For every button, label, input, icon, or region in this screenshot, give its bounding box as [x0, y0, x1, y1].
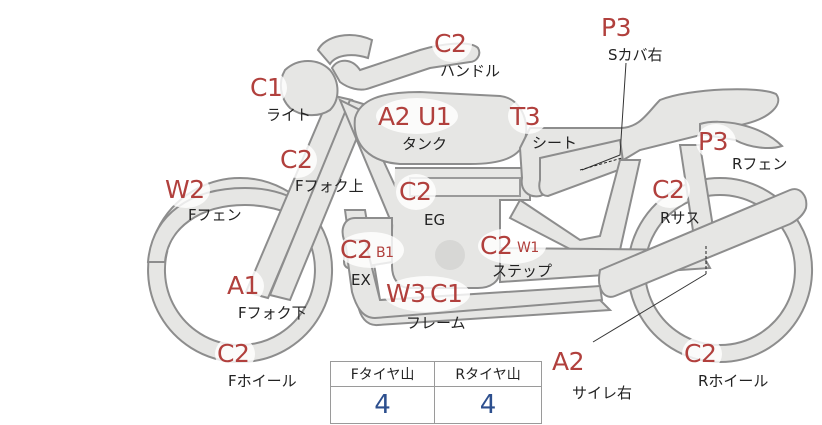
handle-label: ハンドル: [440, 62, 501, 80]
rear-wheel-code: C2: [684, 339, 717, 368]
code-bg: [384, 276, 470, 312]
rear-wheel-label: Rホイール: [698, 372, 769, 390]
exhaust-code-small: B1: [376, 245, 394, 261]
exhaust-code: C2: [340, 235, 373, 264]
leader-side-cover: [581, 62, 627, 171]
code-bg: [376, 98, 458, 134]
code-bg: [478, 228, 546, 264]
rear-tread-header: Rタイヤ山: [434, 361, 542, 387]
code-bg: [682, 336, 722, 372]
rear-tread-value: 4: [434, 386, 542, 424]
side-cover-label: Sカバ右: [608, 46, 663, 64]
code-bg: [215, 336, 255, 372]
front-tread-header: Fタイヤ山: [329, 361, 436, 387]
engine-label: EG: [424, 211, 446, 229]
seat-label: シート: [532, 134, 578, 152]
code-bg: [396, 174, 436, 210]
code-bg: [650, 172, 690, 208]
fork-lower-label: Fフォク下: [238, 304, 307, 322]
leader-muffler: [592, 273, 707, 343]
handle-code: C2: [434, 29, 467, 58]
front-wheel-label: Fホイール: [228, 372, 297, 390]
rear-fender-code: P3: [698, 127, 728, 156]
code-bg: [432, 26, 472, 62]
code-bg: [338, 232, 404, 268]
light-code: C1: [250, 73, 283, 102]
muffler-shape: [598, 188, 808, 298]
tank-code: A2: [378, 102, 411, 131]
engine-cover-shape: [435, 240, 465, 270]
seat-code: T3: [510, 102, 541, 131]
rear-frame-shape: [508, 159, 642, 264]
handlebar-clamp-shape: [316, 34, 374, 66]
engine-code: C2: [399, 177, 432, 206]
fork-upper-label: Fフォク上: [295, 177, 364, 195]
step-code: C2: [480, 231, 513, 260]
fork-lower-code: A1: [227, 271, 260, 300]
leader-side-cover-dash: [579, 157, 623, 171]
tank-code-2: U1: [418, 102, 452, 131]
code-bg: [224, 268, 264, 304]
rear-sus-label: Rサス: [660, 209, 701, 227]
code-bg: [277, 142, 317, 178]
frame-code: W3: [386, 279, 426, 308]
side-cover-code: P3: [601, 13, 631, 42]
code-bg: [162, 172, 210, 208]
code-bg: [550, 344, 590, 380]
frame-code-2: C1: [430, 279, 463, 308]
rear-fender-label: Rフェン: [732, 155, 788, 173]
muffler-label: サイレ右: [572, 384, 633, 402]
light-label: ライト: [266, 106, 312, 124]
frame-label: フレーム: [406, 314, 466, 332]
front-wheel-code: C2: [217, 339, 250, 368]
rear-sus-code: C2: [652, 175, 685, 204]
code-bg: [599, 10, 639, 46]
front-fork-shape: [244, 93, 354, 300]
code-bg: [696, 124, 736, 160]
code-bg: [508, 98, 548, 134]
front-fender-code: W2: [165, 175, 205, 204]
step-code-small: W1: [517, 240, 539, 256]
front-tread-value: 4: [329, 386, 436, 424]
side-cover-shape: [538, 138, 626, 198]
fork-upper-code: C2: [280, 145, 313, 174]
muffler-code: A2: [552, 347, 585, 376]
tank-label: タンク: [402, 135, 448, 153]
exhaust-label: EX: [351, 271, 371, 289]
code-bg: [247, 70, 287, 106]
front-fender-label: Fフェン: [188, 206, 242, 224]
step-label: ステップ: [492, 262, 553, 280]
tread-depth-table: Fタイヤ山 Rタイヤ山 4 4: [329, 361, 542, 424]
